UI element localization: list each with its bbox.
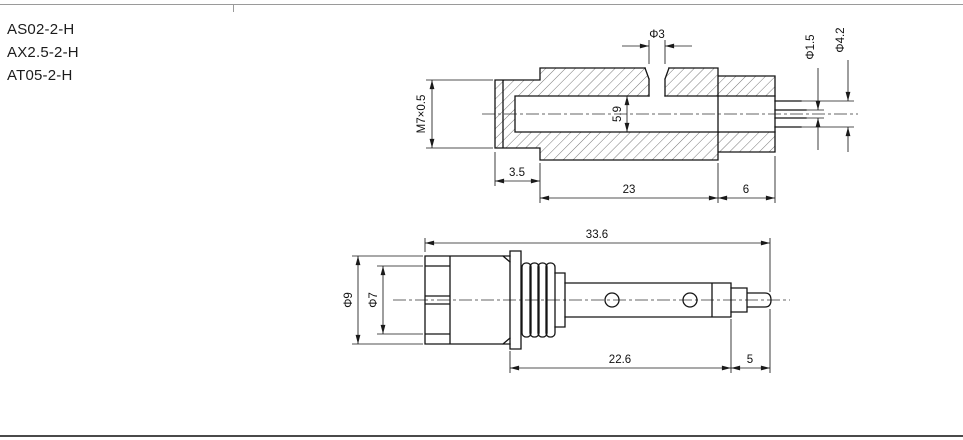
part-number-list: AS02-2-H AX2.5-2-H AT05-2-H	[7, 18, 79, 87]
label-bore-height: 5.9	[612, 106, 624, 122]
side-flange-outline	[509, 250, 522, 350]
side-dimension-lines	[352, 238, 771, 373]
section-view: Φ3 M7×0.5 5.9 Φ1.5 Φ4.2 3.5 23 6	[416, 27, 858, 203]
label-tail-dia: Φ4.2	[835, 27, 847, 52]
label-shaft-len: 22.6	[609, 354, 631, 366]
tail-extension-lines	[801, 100, 854, 128]
label-inner-dia: Φ7	[368, 292, 380, 308]
overall-extension-lines	[424, 238, 771, 292]
top-border-divider	[233, 4, 234, 12]
label-tail-len: 6	[743, 184, 749, 196]
section-dim-labels: Φ3 M7×0.5 5.9 Φ1.5 Φ4.2 3.5 23 6	[416, 27, 847, 196]
side-thread-coil	[537, 262, 548, 338]
section-dimension-lines	[426, 40, 854, 203]
side-collar-outline	[554, 272, 566, 328]
side-thread-coil	[529, 262, 540, 338]
label-pin-dia: Φ1.5	[805, 34, 817, 59]
section-hatching	[495, 68, 775, 160]
label-body-len: 23	[623, 184, 636, 196]
side-head-outline	[424, 255, 511, 345]
side-thread-coil	[545, 262, 556, 338]
pin-extension-lines	[806, 109, 824, 119]
section-bore-outline	[514, 95, 776, 133]
side-outline	[424, 250, 772, 350]
bottom-border-line	[0, 435, 963, 437]
outer-dia-extension-lines	[352, 255, 423, 345]
side-dim-labels: 33.6 Φ9 Φ7 22.6 5	[343, 229, 753, 366]
part-number: AX2.5-2-H	[7, 44, 79, 61]
part-number: AS02-2-H	[7, 21, 75, 38]
section-contact-pins	[774, 100, 807, 128]
label-thread-len: 3.5	[509, 167, 525, 179]
hole-extension-lines	[648, 40, 666, 64]
label-total-len: 33.6	[586, 229, 608, 241]
label-outer-dia: Φ9	[343, 292, 355, 308]
label-thread-spec: M7×0.5	[416, 95, 428, 134]
thread-extension-lines	[426, 79, 493, 149]
side-tip-outline	[730, 287, 772, 313]
label-top-hole-dia: Φ3	[649, 29, 665, 41]
section-body-outline	[494, 67, 776, 161]
part-number: AT05-2-H	[7, 67, 73, 84]
shaft-hole	[682, 292, 698, 308]
side-shaft-outline	[564, 282, 732, 318]
top-border-line	[0, 4, 963, 5]
shaft-hole	[604, 292, 620, 308]
label-tip-len: 5	[747, 354, 753, 366]
side-thread-coil	[521, 262, 532, 338]
shaft-extension-lines	[509, 309, 771, 373]
section-top-hole	[644, 67, 670, 97]
side-view: 33.6 Φ9 Φ7 22.6 5	[343, 229, 790, 373]
section-outline	[494, 67, 807, 161]
